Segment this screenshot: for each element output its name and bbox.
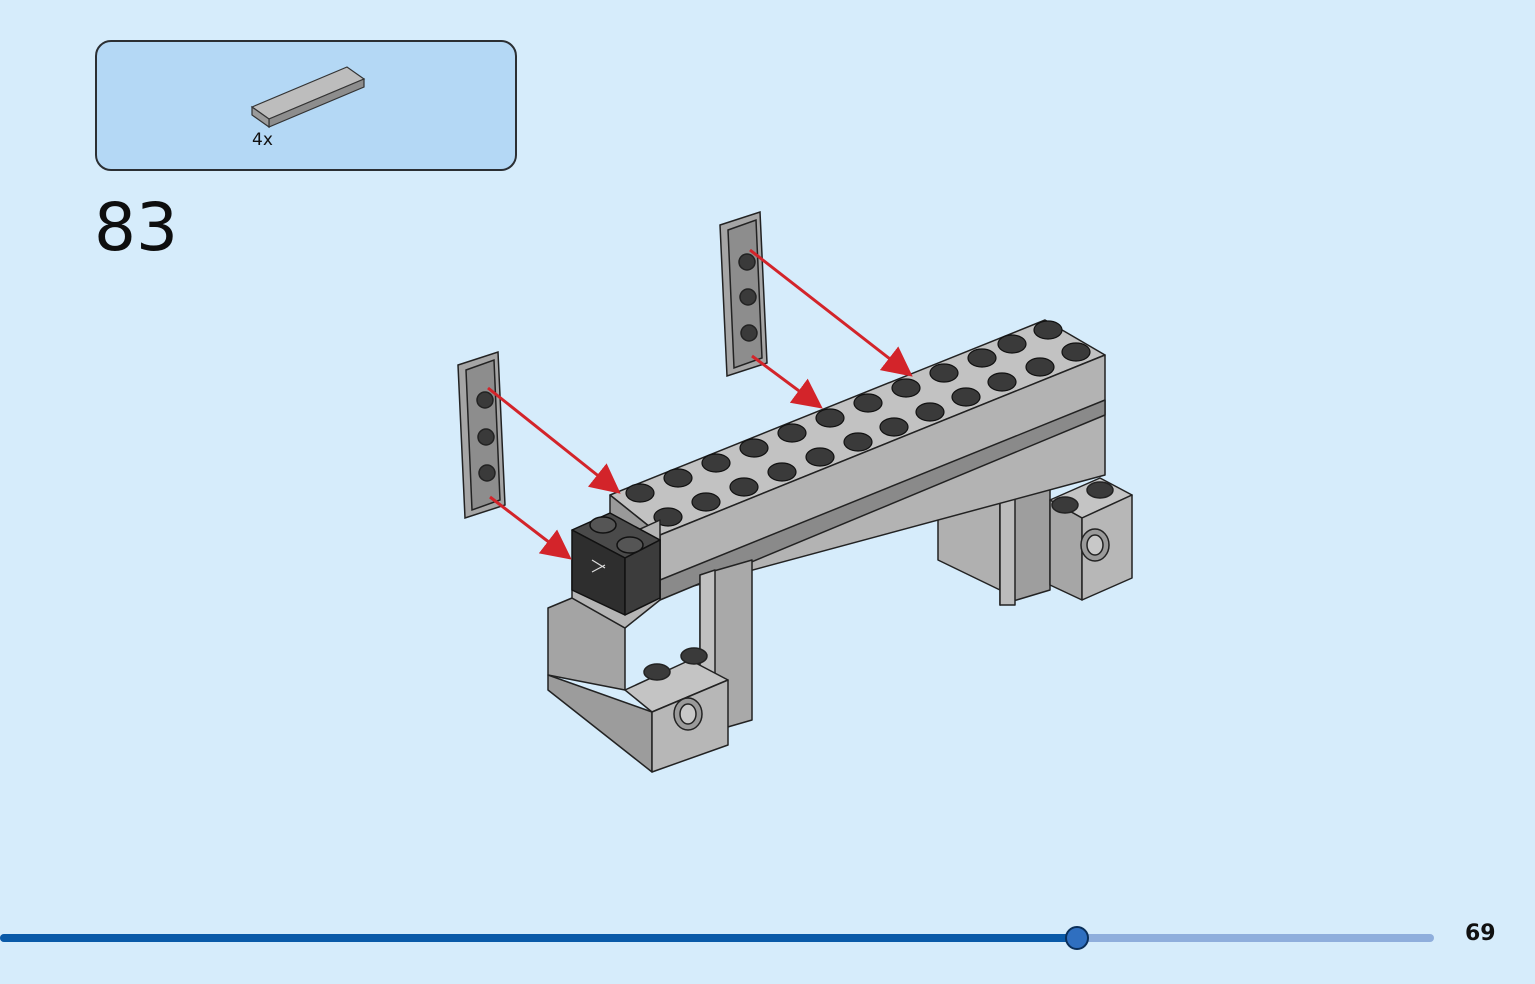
step-number: 83 bbox=[94, 189, 178, 266]
assembly-arrows bbox=[487, 248, 913, 560]
progress-marker-icon bbox=[1064, 926, 1089, 950]
dark-brick bbox=[571, 512, 661, 616]
beam-studs bbox=[625, 320, 1091, 527]
part-quantity: 4x bbox=[252, 130, 273, 150]
progress-fill bbox=[0, 934, 1077, 942]
progress-bar bbox=[0, 926, 1434, 950]
parts-callout: 4x bbox=[95, 40, 517, 171]
plate-left bbox=[457, 350, 506, 520]
page-number: 69 bbox=[1465, 921, 1496, 946]
grey-tile-1x4-icon bbox=[250, 66, 366, 129]
build-illustration bbox=[457, 210, 1133, 773]
plate-right bbox=[719, 210, 768, 378]
